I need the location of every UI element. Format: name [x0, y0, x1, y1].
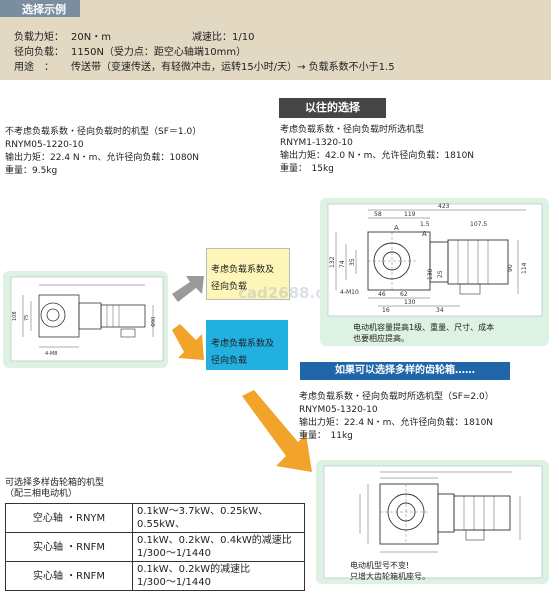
- past-selection-title: 以往的选择: [279, 98, 386, 118]
- dim-16: 16: [382, 307, 390, 314]
- model-desc-line: 0.55kW、: [137, 519, 185, 530]
- dim-25: 25: [437, 270, 444, 278]
- dim-35: 35: [349, 258, 356, 266]
- model-desc: 0.1kW、0.2kW的减速比 1/300～1/1440: [132, 561, 305, 591]
- gear-caption: 电动机型号不变! 只增大齿轮箱机座号。: [350, 560, 430, 582]
- svg-text:4-M8: 4-M8: [45, 351, 57, 357]
- past-spec-line: 重量： 15kg: [280, 164, 334, 174]
- model-name: 实心轴 ・RNFM: [5, 532, 133, 562]
- consider-load-box-blue: [206, 320, 288, 370]
- dim-58: 58: [374, 211, 382, 218]
- dim-1-5: 1.5: [420, 221, 430, 228]
- model-desc-line: 1/300～1/1440: [137, 548, 211, 559]
- gear-spec-model: RNYM05-1320-10: [299, 405, 378, 415]
- yellow-box-line: 径向负载: [211, 282, 248, 292]
- load-torque-value: 20N・m: [71, 32, 111, 43]
- orange-arrow-small: [172, 324, 204, 360]
- models-heading: 可选择多样齿轮箱的机型 （配三相电动机）: [5, 478, 104, 500]
- header-row-radial: 径向负载： 1150N（受力点：距空心轴端10mm）: [14, 43, 246, 58]
- past-caption-line: 也要相应提高。: [353, 334, 409, 343]
- load-torque-label: 负载力矩：: [14, 32, 64, 43]
- gear-spec: 考虑负载系数・径向负载时所选机型（SF=2.0） RNYM05-1320-10 …: [299, 391, 494, 443]
- dim-423: 423: [438, 203, 450, 210]
- left-spec-line: 重量：9.5kg: [5, 166, 58, 176]
- model-desc: 0.1kW、0.2kW、0.4kW的减速比 1/300～1/1440: [132, 532, 305, 562]
- models-heading-line: 可选择多样齿轮箱的机型: [5, 478, 105, 488]
- usage-value: 传送带（变速传送，有轻微冲击，运转15小时/天）→ 负载系数不小于1.5: [71, 62, 395, 73]
- section-a-mark: A: [394, 224, 399, 232]
- dim-130-bottom: 130: [404, 299, 416, 306]
- model-name: 实心轴 ・RNFM: [5, 561, 133, 591]
- left-spec: 不考虑负载系数・径向负载时的机型（SF＝1.0） RNYM05-1220-10 …: [5, 126, 201, 178]
- section-a-mark-2: A: [422, 230, 427, 238]
- dim-left-small-2: 75: [24, 315, 30, 321]
- dim-left-small: 108: [12, 311, 18, 321]
- gear-spec-line: 重量： 11kg: [299, 431, 353, 441]
- gear-caption-line: 电动机型号不变!: [350, 561, 410, 570]
- dim-119: 119: [404, 211, 416, 218]
- gear-gearmotor-drawing: [323, 465, 543, 579]
- dim-46: 46: [378, 291, 386, 298]
- model-desc: 0.1kW～3.7kW、0.25kW、 0.55kW、: [132, 503, 305, 533]
- dim-74: 74: [339, 260, 346, 268]
- dim-107-5: 107.5: [470, 221, 487, 228]
- gear-spec-line: 考虑负载系数・径向负载时所选机型（SF=2.0）: [299, 392, 494, 402]
- blue-box-line: 考虑负载系数及: [211, 339, 275, 349]
- table-row: 空心轴 ・RNYM 0.1kW～3.7kW、0.25kW、 0.55kW、: [5, 503, 305, 533]
- orange-arrow-large: [242, 390, 312, 472]
- example-tag-label: 选择示例: [22, 3, 66, 16]
- dim-114: 114: [521, 262, 528, 274]
- example-tag: [0, 0, 80, 17]
- models-table: 空心轴 ・RNYM 0.1kW～3.7kW、0.25kW、 0.55kW、 实心…: [5, 503, 305, 591]
- past-caption: 电动机容量提高1级、重量、尺寸、成本 也要相应提高。: [353, 322, 494, 344]
- past-gearmotor-drawing: 423 119 58 1.5 A A 107.5 132 74 35 130 2…: [327, 203, 543, 317]
- radial-load-label: 径向负载：: [14, 47, 64, 58]
- models-heading-line: （配三相电动机）: [5, 489, 78, 499]
- gear-option-title: 如果可以选择多样的齿轮箱……: [300, 362, 510, 380]
- left-spec-line: 输出力矩：22.4 N・m、允许径向负载：1080N: [5, 153, 200, 163]
- gear-spec-line: 输出力矩：22.4 N・m、允许径向负载：1810N: [299, 418, 494, 428]
- blue-box-line: 径向负载: [211, 356, 248, 366]
- left-spec-model: RNYM05-1220-10: [5, 140, 84, 150]
- svg-text:Φ90: Φ90: [151, 317, 157, 327]
- dim-4-m10: 4-M10: [340, 289, 359, 296]
- dim-62: 62: [400, 291, 408, 298]
- header-row-ratio: 减速比：1/10: [192, 28, 254, 43]
- dim-132: 132: [329, 256, 336, 268]
- yellow-box-text: 考虑负载系数及 径向负载: [211, 262, 274, 296]
- past-caption-line: 电动机容量提高1级、重量、尺寸、成本: [353, 323, 495, 332]
- left-spec-line: 不考虑负载系数・径向负载时的机型（SF＝1.0）: [5, 127, 202, 137]
- usage-label: 用途 ：: [14, 62, 54, 73]
- yellow-box-line: 考虑负载系数及: [211, 265, 275, 275]
- consider-load-box-yellow: [206, 248, 290, 300]
- dim-90: 90: [507, 264, 514, 272]
- left-gearmotor-drawing: 108 75 4-M8 Φ90: [10, 276, 164, 362]
- dim-130: 130: [427, 268, 434, 280]
- ratio-label: 减速比：: [192, 32, 232, 43]
- past-spec-line: 输出力矩：42.0 N・m、允许径向负载：1810N: [280, 151, 475, 161]
- past-spec: 考虑负载系数・径向负载时所选机型 RNYM1-1320-10 输出力矩：42.0…: [280, 124, 474, 176]
- header-banner: [0, 0, 551, 80]
- header-row-load: 负载力矩： 20N・m: [14, 28, 111, 43]
- model-desc-line: 0.1kW、0.2kW的减速比: [137, 564, 251, 575]
- radial-load-value: 1150N（受力点：距空心轴端10mm）: [71, 47, 247, 58]
- blue-box-text: 考虑负载系数及 径向负载: [211, 336, 274, 370]
- past-spec-line: 考虑负载系数・径向负载时所选机型: [280, 125, 425, 135]
- ratio-value: 1/10: [232, 32, 255, 43]
- table-row: 实心轴 ・RNFM 0.1kW、0.2kW的减速比 1/300～1/1440: [5, 561, 305, 591]
- gear-caption-line: 只增大齿轮箱机座号。: [350, 572, 430, 581]
- header-row-use: 用途 ： 传送带（变速传送，有轻微冲击，运转15小时/天）→ 负载系数不小于1.5: [14, 58, 395, 73]
- model-desc-line: 1/300～1/1440: [137, 577, 211, 588]
- model-name: 空心轴 ・RNYM: [5, 503, 133, 533]
- model-desc-line: 0.1kW～3.7kW、0.25kW、: [137, 506, 269, 517]
- gray-arrow: [172, 276, 204, 302]
- dim-34: 34: [436, 307, 444, 314]
- past-spec-model: RNYM1-1320-10: [280, 138, 353, 148]
- table-row: 实心轴 ・RNFM 0.1kW、0.2kW、0.4kW的减速比 1/300～1/…: [5, 532, 305, 562]
- model-desc-line: 0.1kW、0.2kW、0.4kW的减速比: [137, 535, 292, 546]
